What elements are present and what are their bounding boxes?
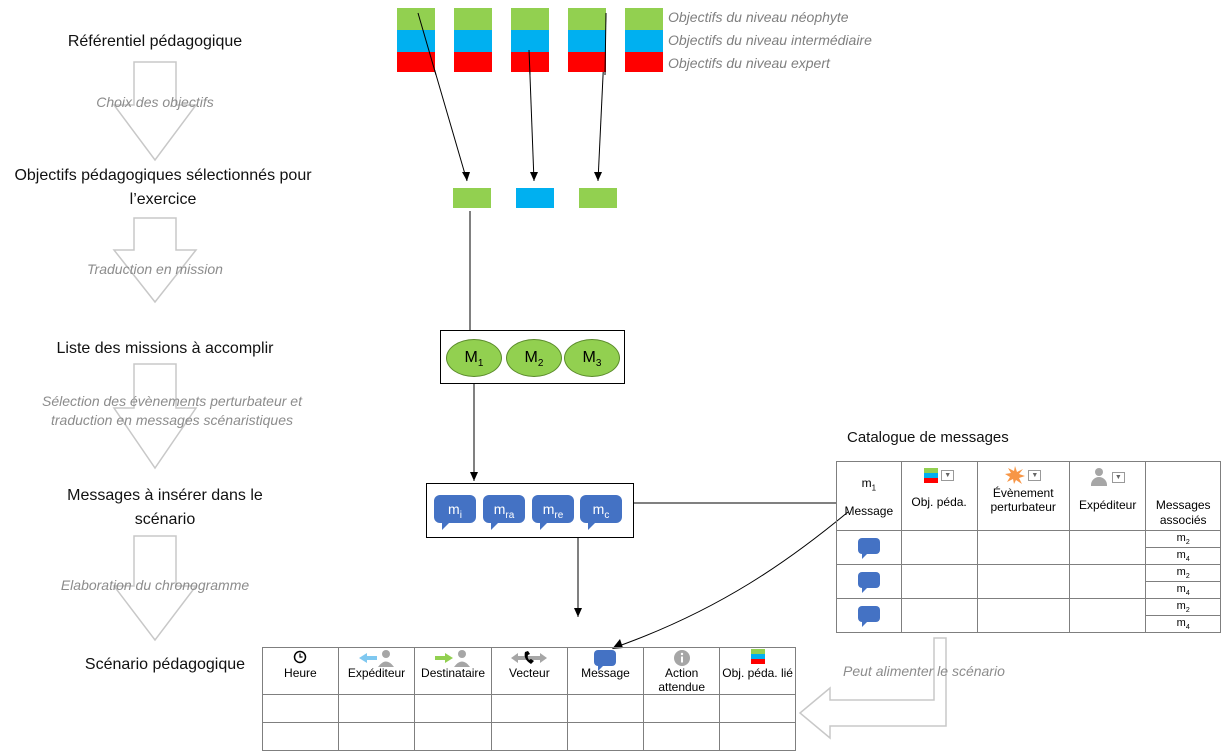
transition-events: Sélection des évènements perturbateur et… — [42, 393, 302, 428]
catalog-col-message: m1 Message — [836, 461, 902, 531]
mission-1: M1 — [446, 339, 502, 377]
objectives-icon — [750, 649, 765, 665]
col-vecteur: Vecteur — [490, 647, 568, 695]
down-arrow — [112, 217, 198, 304]
mission-3: M3 — [564, 339, 620, 377]
message-icon — [594, 650, 617, 671]
message-icon — [857, 572, 880, 593]
step-reference: Référentiel pédagogique — [67, 33, 243, 50]
catalog-table: m1 Message ▼ Obj. péda. ▼ Évènement pert… — [836, 461, 1221, 633]
col-destinataire: Destinataire — [414, 647, 492, 695]
sender-icon — [358, 650, 394, 667]
selected-objective-novice-2 — [579, 188, 617, 208]
mission-2: M2 — [506, 339, 562, 377]
step-selected-objectives: Objectifs pédagogiques sélectionnés pour… — [14, 167, 312, 208]
message-mre: mre — [532, 495, 574, 530]
dropdown-icon[interactable]: ▼ — [1028, 469, 1042, 481]
dropdown-icon[interactable]: ▼ — [941, 470, 955, 482]
legend-expert: Objectifs du niveau expert — [668, 55, 830, 71]
message-mc: mc — [580, 495, 622, 530]
recipient-icon — [435, 650, 471, 667]
col-action: Action attendue — [643, 647, 721, 695]
explosion-icon — [1005, 466, 1026, 484]
message-mra: mra — [483, 495, 525, 530]
feed-arrow — [798, 637, 947, 740]
col-objectif: Obj. péda. lié — [719, 647, 796, 695]
clock-icon — [294, 650, 307, 664]
col-message: Message — [566, 647, 645, 695]
scenario-table: Heure Expéditeur Destinataire Vecteur Me… — [262, 647, 796, 751]
transition-chronogram: Elaboration du chronogramme — [60, 577, 250, 593]
selected-objective-novice — [453, 188, 491, 208]
phone-icon — [511, 651, 548, 664]
catalog-col-event: ▼ Évènement perturbateur — [976, 461, 1070, 531]
catalog-col-sender: ▼ Expéditeur — [1068, 461, 1147, 531]
catalog-col-objectif: ▼ Obj. péda. — [900, 461, 978, 531]
selected-objective-intermediate — [516, 188, 554, 208]
objectives-icon — [923, 468, 938, 484]
legend-novice: Objectifs du niveau néophyte — [668, 9, 849, 25]
message-icon — [857, 606, 880, 627]
transition-mission: Traduction en mission — [87, 261, 223, 277]
dropdown-icon[interactable]: ▼ — [1111, 471, 1125, 483]
col-expediteur: Expéditeur — [337, 647, 416, 695]
message-icon — [857, 538, 880, 559]
down-arrow — [112, 61, 198, 162]
down-arrow — [112, 363, 198, 470]
catalog-title: Catalogue de messages — [847, 429, 1009, 446]
col-heure: Heure — [262, 647, 339, 695]
message-mi: mi — [434, 495, 476, 530]
step-scenario: Scénario pédagogique — [84, 656, 246, 673]
step-messages: Messages à insérer dans le scénario — [67, 487, 263, 528]
feed-label: Peut alimenter le scénario — [843, 663, 1005, 679]
person-icon — [1090, 468, 1108, 486]
transition-choose-objectives: Choix des objectifs — [96, 94, 214, 110]
info-icon — [673, 650, 690, 666]
step-missions-list: Liste des missions à accomplir — [56, 340, 274, 357]
down-arrow — [112, 535, 198, 642]
catalog-col-associated: Messages associés — [1145, 461, 1221, 531]
legend-intermediate: Objectifs du niveau intermédiaire — [668, 32, 872, 48]
